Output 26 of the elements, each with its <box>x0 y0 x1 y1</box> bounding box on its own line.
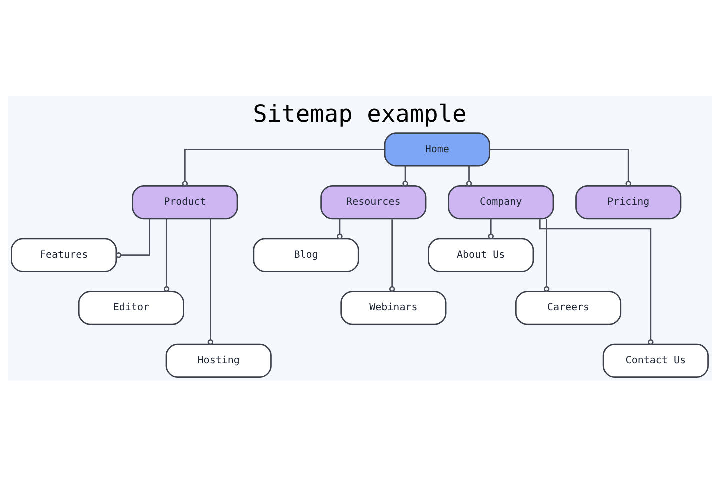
node-box: Product <box>132 185 238 220</box>
node-box: Home <box>384 132 490 167</box>
connector <box>488 218 494 240</box>
node-box: Resources <box>320 185 427 220</box>
node-box: Hosting <box>166 344 272 378</box>
node-box: Company <box>448 185 554 220</box>
node-box: Pricing <box>576 185 682 220</box>
connector <box>389 219 396 292</box>
node-box: Careers <box>515 291 622 326</box>
connector <box>337 218 343 240</box>
connector <box>466 166 472 187</box>
connector <box>116 218 150 258</box>
connector <box>490 149 632 187</box>
node-box: Contact Us <box>602 344 709 378</box>
connector <box>539 219 654 346</box>
connector <box>544 219 550 292</box>
connector <box>402 166 408 187</box>
node-box: Editor <box>78 291 184 326</box>
node-box: Features <box>11 238 118 272</box>
diagram-title: Sitemap example <box>253 100 467 128</box>
connector <box>182 149 385 187</box>
node-box: Blog <box>253 238 360 272</box>
connector <box>164 219 170 292</box>
node-box: About Us <box>428 238 534 272</box>
node-box: Webinars <box>340 291 447 326</box>
connector <box>208 219 214 346</box>
